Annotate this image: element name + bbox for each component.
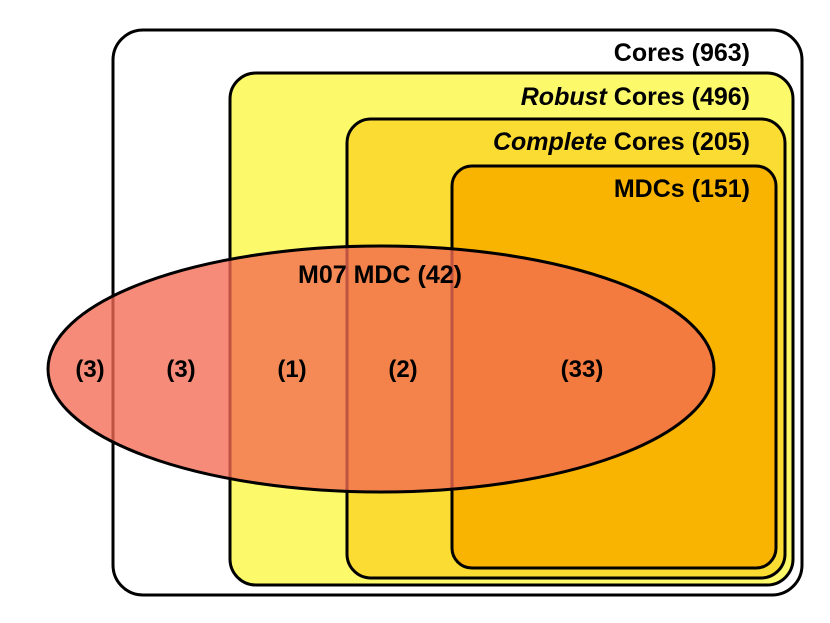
region-count-robust: (1)	[277, 356, 306, 383]
region-count-outside: (3)	[75, 356, 104, 383]
region-count-mdcs: (33)	[561, 356, 604, 383]
robust-cores-label: Robust Cores (496)	[521, 83, 750, 111]
complete-cores-label: Complete Cores (205)	[493, 128, 750, 156]
m07-mdc-ellipse	[46, 244, 716, 494]
region-count-complete: (2)	[388, 356, 417, 383]
m07-mdc-label: M07 MDC (42)	[298, 261, 462, 289]
mdcs-label: MDCs (151)	[614, 175, 750, 203]
cores-label: Cores (963)	[614, 39, 750, 67]
region-count-cores: (3)	[166, 356, 195, 383]
